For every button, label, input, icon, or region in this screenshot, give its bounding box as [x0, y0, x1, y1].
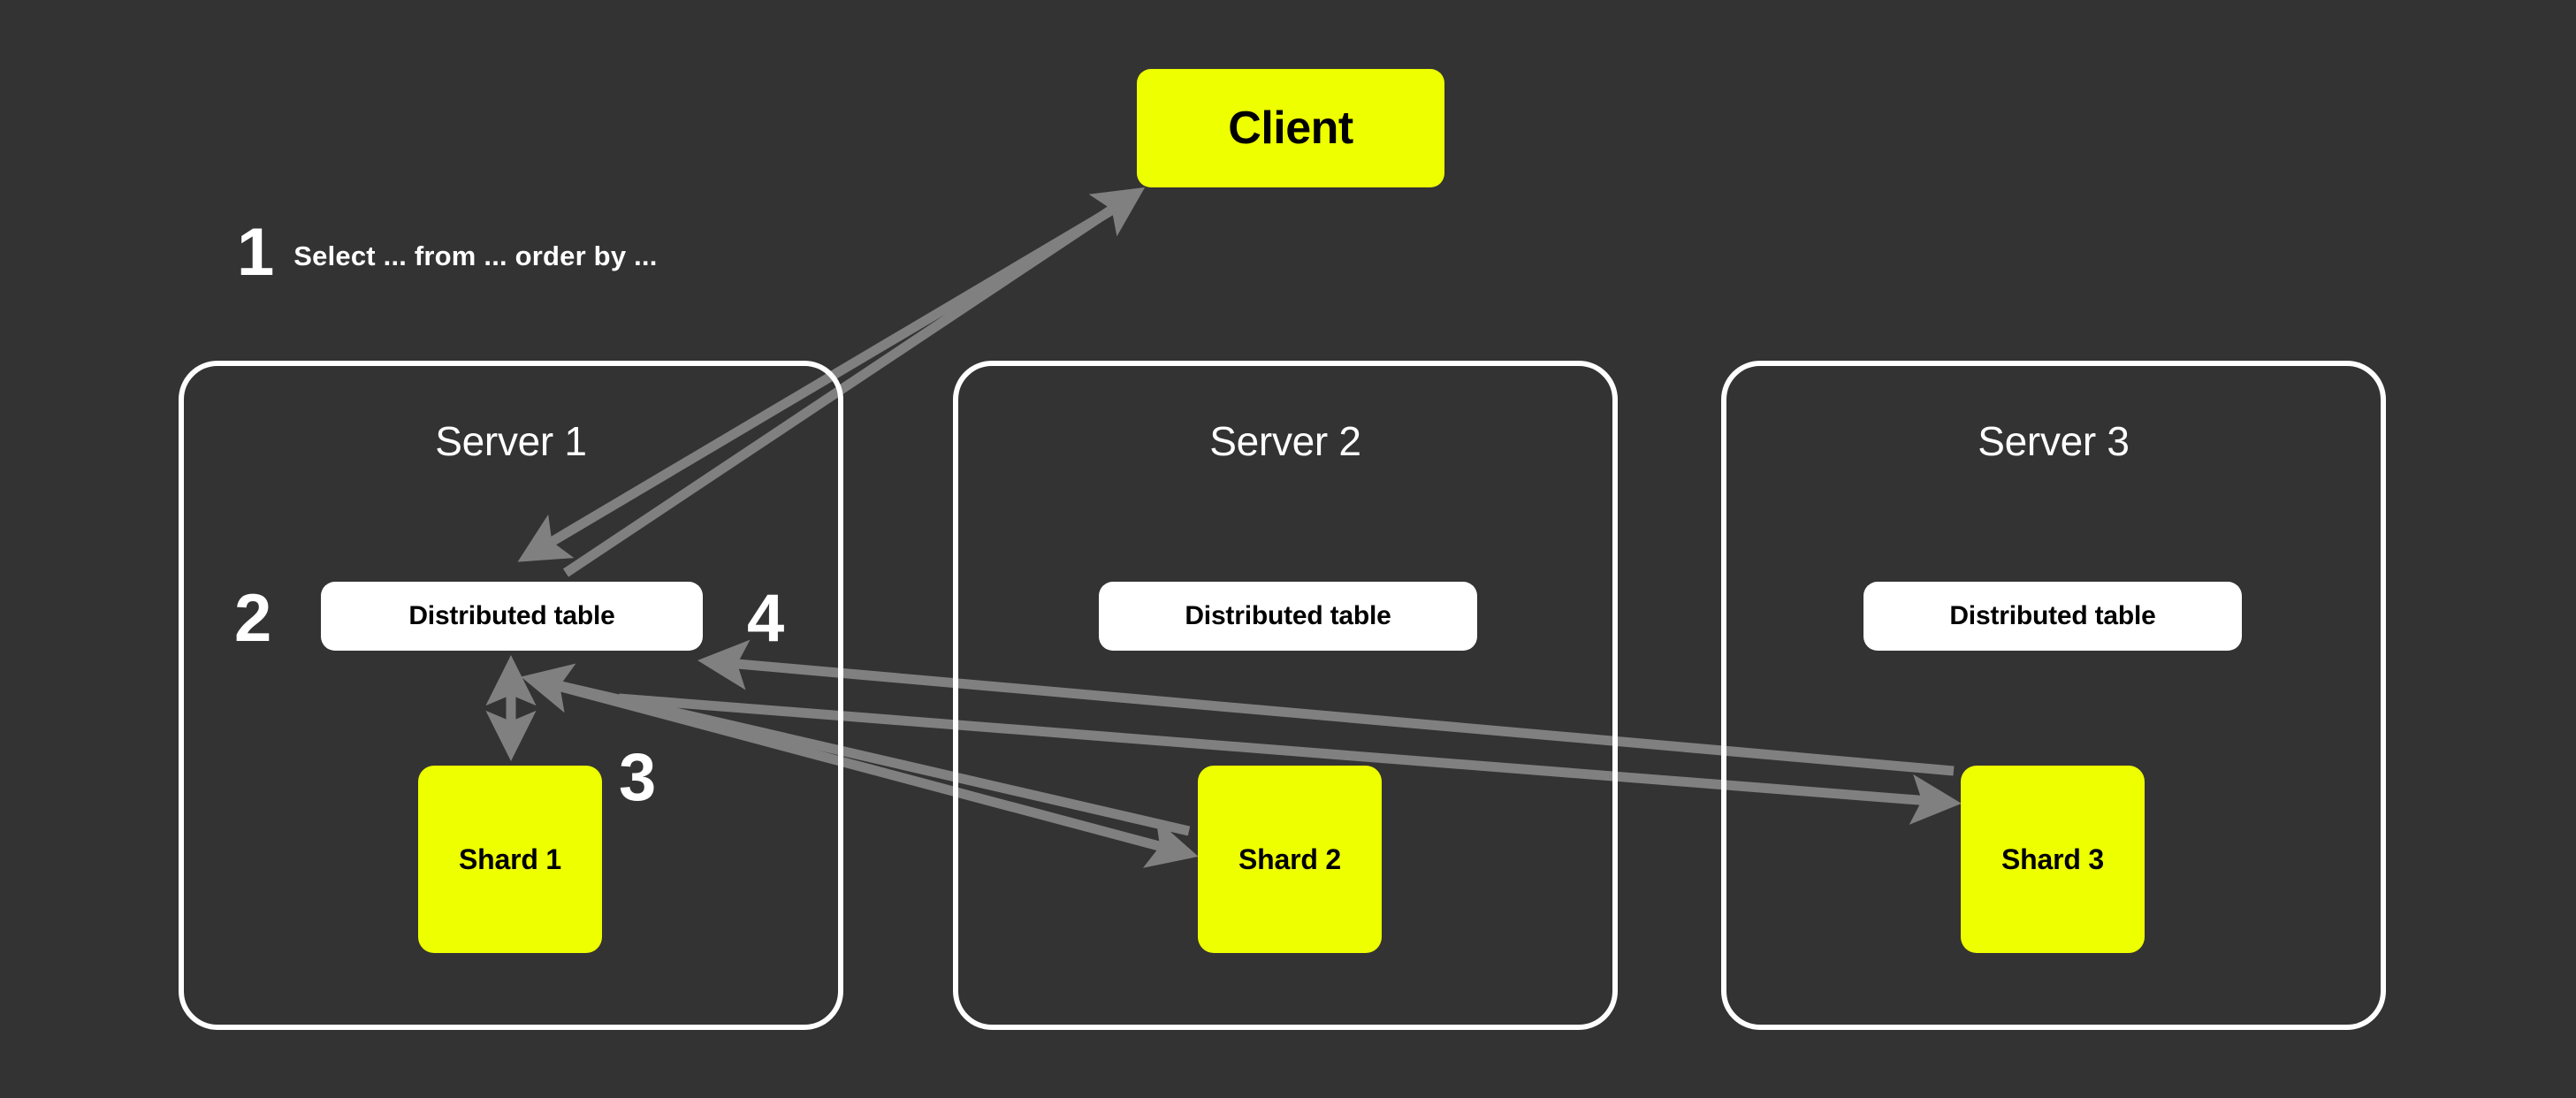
shard-node-3[interactable]: Shard 3 [1961, 766, 2145, 953]
step-1-number: 1 [237, 215, 275, 290]
server-title-1: Server 1 [435, 418, 587, 464]
client-label: Client [1228, 103, 1353, 154]
distributed-table-server-1[interactable]: Distributed table [321, 582, 703, 651]
server-panel-2: Server 2 [953, 361, 1618, 1030]
distributed-table-label-1: Distributed table [408, 601, 615, 630]
distributed-table-server-3[interactable]: Distributed table [1863, 582, 2242, 651]
shard-label-2: Shard 2 [1238, 843, 1341, 875]
shard-label-1: Shard 1 [459, 843, 561, 875]
shard-node-1[interactable]: Shard 1 [418, 766, 602, 953]
server-panel-3: Server 3 [1721, 361, 2386, 1030]
client-node[interactable]: Client [1137, 69, 1444, 187]
distributed-table-server-2[interactable]: Distributed table [1099, 582, 1477, 651]
step-1-annotation: 1 Select ... from ... order by ... [237, 219, 658, 286]
distributed-table-label-3: Distributed table [1949, 601, 2156, 630]
shard-label-3: Shard 3 [2001, 843, 2104, 875]
shard-node-2[interactable]: Shard 2 [1198, 766, 1382, 953]
step-4-number: 4 [747, 581, 785, 656]
server-panel-1: Server 1 [179, 361, 843, 1030]
server-title-2: Server 2 [1209, 418, 1361, 464]
distributed-table-label-2: Distributed table [1185, 601, 1391, 630]
step-2-number: 2 [234, 581, 272, 656]
step-3-number: 3 [619, 740, 657, 815]
step-1-query-text: Select ... from ... order by ... [293, 240, 658, 271]
server-title-3: Server 3 [1978, 418, 2130, 464]
